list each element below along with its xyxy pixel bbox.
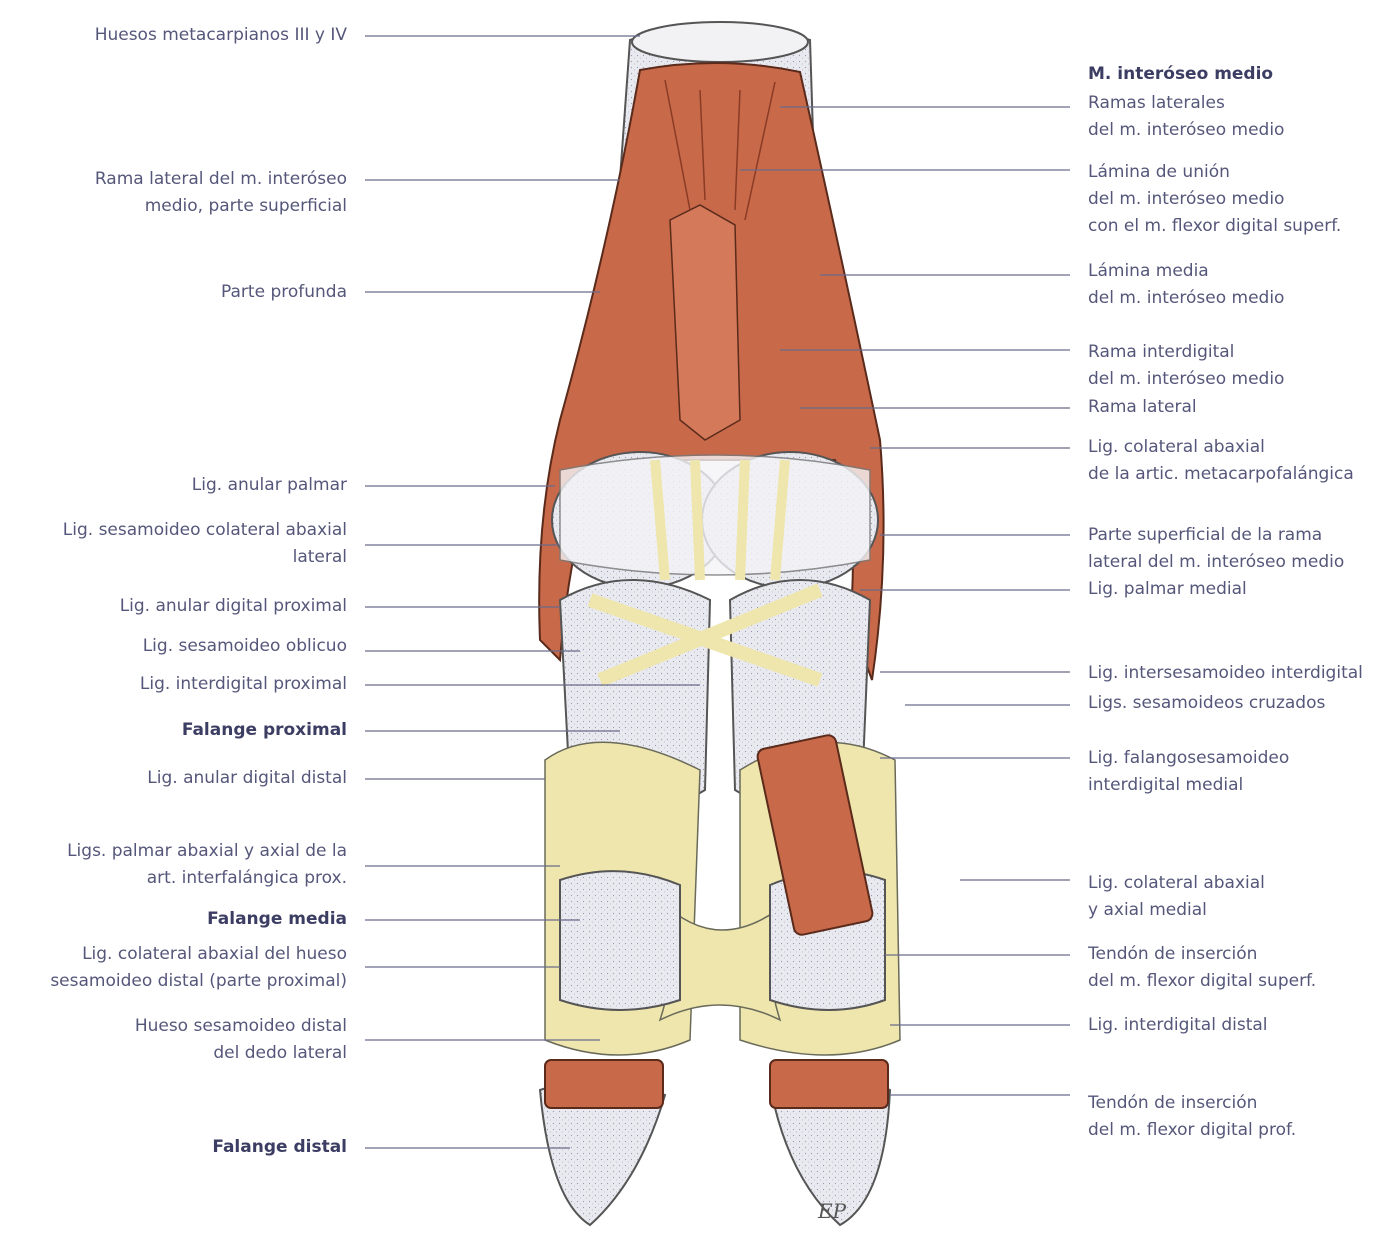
label-distal-phalanx: Falange distal [212, 1134, 347, 1161]
label-superficial-flexor-insertion: Tendón de inserción del m. flexor digita… [1088, 941, 1316, 995]
label-proximal-interdigital-ligament: Lig. interdigital proximal [140, 671, 347, 698]
label-lateral-branches: Ramas laterales del m. interóseo medio [1088, 90, 1284, 144]
label-palmar-ligaments-interphalangeal: Ligs. palmar abaxial y axial de la art. … [67, 838, 347, 892]
label-oblique-sesamoid-ligament: Lig. sesamoideo oblicuo [143, 633, 347, 660]
label-medial-palmar-ligament: Lig. palmar medial [1088, 576, 1247, 603]
label-middle-lamina: Lámina media del m. interóseo medio [1088, 258, 1284, 312]
label-metacarpal-bones: Huesos metacarpianos III y IV [95, 22, 347, 49]
label-lateral-branch: Rama lateral [1088, 394, 1197, 421]
artist-signature: EP [817, 1199, 847, 1223]
label-deep-flexor-insertion: Tendón de inserción del m. flexor digita… [1088, 1090, 1296, 1144]
label-union-lamina: Lámina de unión del m. interóseo medio c… [1088, 159, 1341, 240]
label-interdigital-branch: Rama interdigital del m. interóseo medio [1088, 339, 1284, 393]
label-intersesamoid-ligament: Lig. intersesamoideo interdigital [1088, 660, 1363, 687]
label-distal-digital-annular-ligament: Lig. anular digital distal [147, 765, 347, 792]
label-palmar-annular-ligament: Lig. anular palmar [192, 472, 347, 499]
label-deep-part: Parte profunda [221, 279, 347, 306]
label-interosseous-medius: M. interóseo medio [1088, 61, 1273, 88]
label-lateral-branch-superficial: Rama lateral del m. interóseo medio, par… [95, 166, 347, 220]
label-distal-interdigital-ligament: Lig. interdigital distal [1088, 1012, 1268, 1039]
label-abaxial-collateral-mcp: Lig. colateral abaxial de la artic. meta… [1088, 434, 1354, 488]
label-collateral-sesamoid-ligament: Lig. sesamoideo colateral abaxial latera… [63, 517, 347, 571]
label-phalangosesamoid-ligament: Lig. falangosesamoideo interdigital medi… [1088, 745, 1289, 799]
label-middle-phalanx: Falange media [207, 906, 347, 933]
label-proximal-phalanx: Falange proximal [182, 717, 347, 744]
label-distal-sesamoid-bone: Hueso sesamoideo distal del dedo lateral [135, 1013, 347, 1067]
label-abaxial-axial-medial-collateral: Lig. colateral abaxial y axial medial [1088, 870, 1265, 924]
label-collateral-distal-sesamoid: Lig. colateral abaxial del hueso sesamoi… [50, 941, 347, 995]
label-crossed-sesamoid-ligaments: Ligs. sesamoideos cruzados [1088, 690, 1325, 717]
sesamoid-region [552, 452, 878, 588]
label-proximal-digital-annular-ligament: Lig. anular digital proximal [120, 593, 347, 620]
label-superficial-part-lateral-branch: Parte superficial de la rama lateral del… [1088, 522, 1344, 576]
